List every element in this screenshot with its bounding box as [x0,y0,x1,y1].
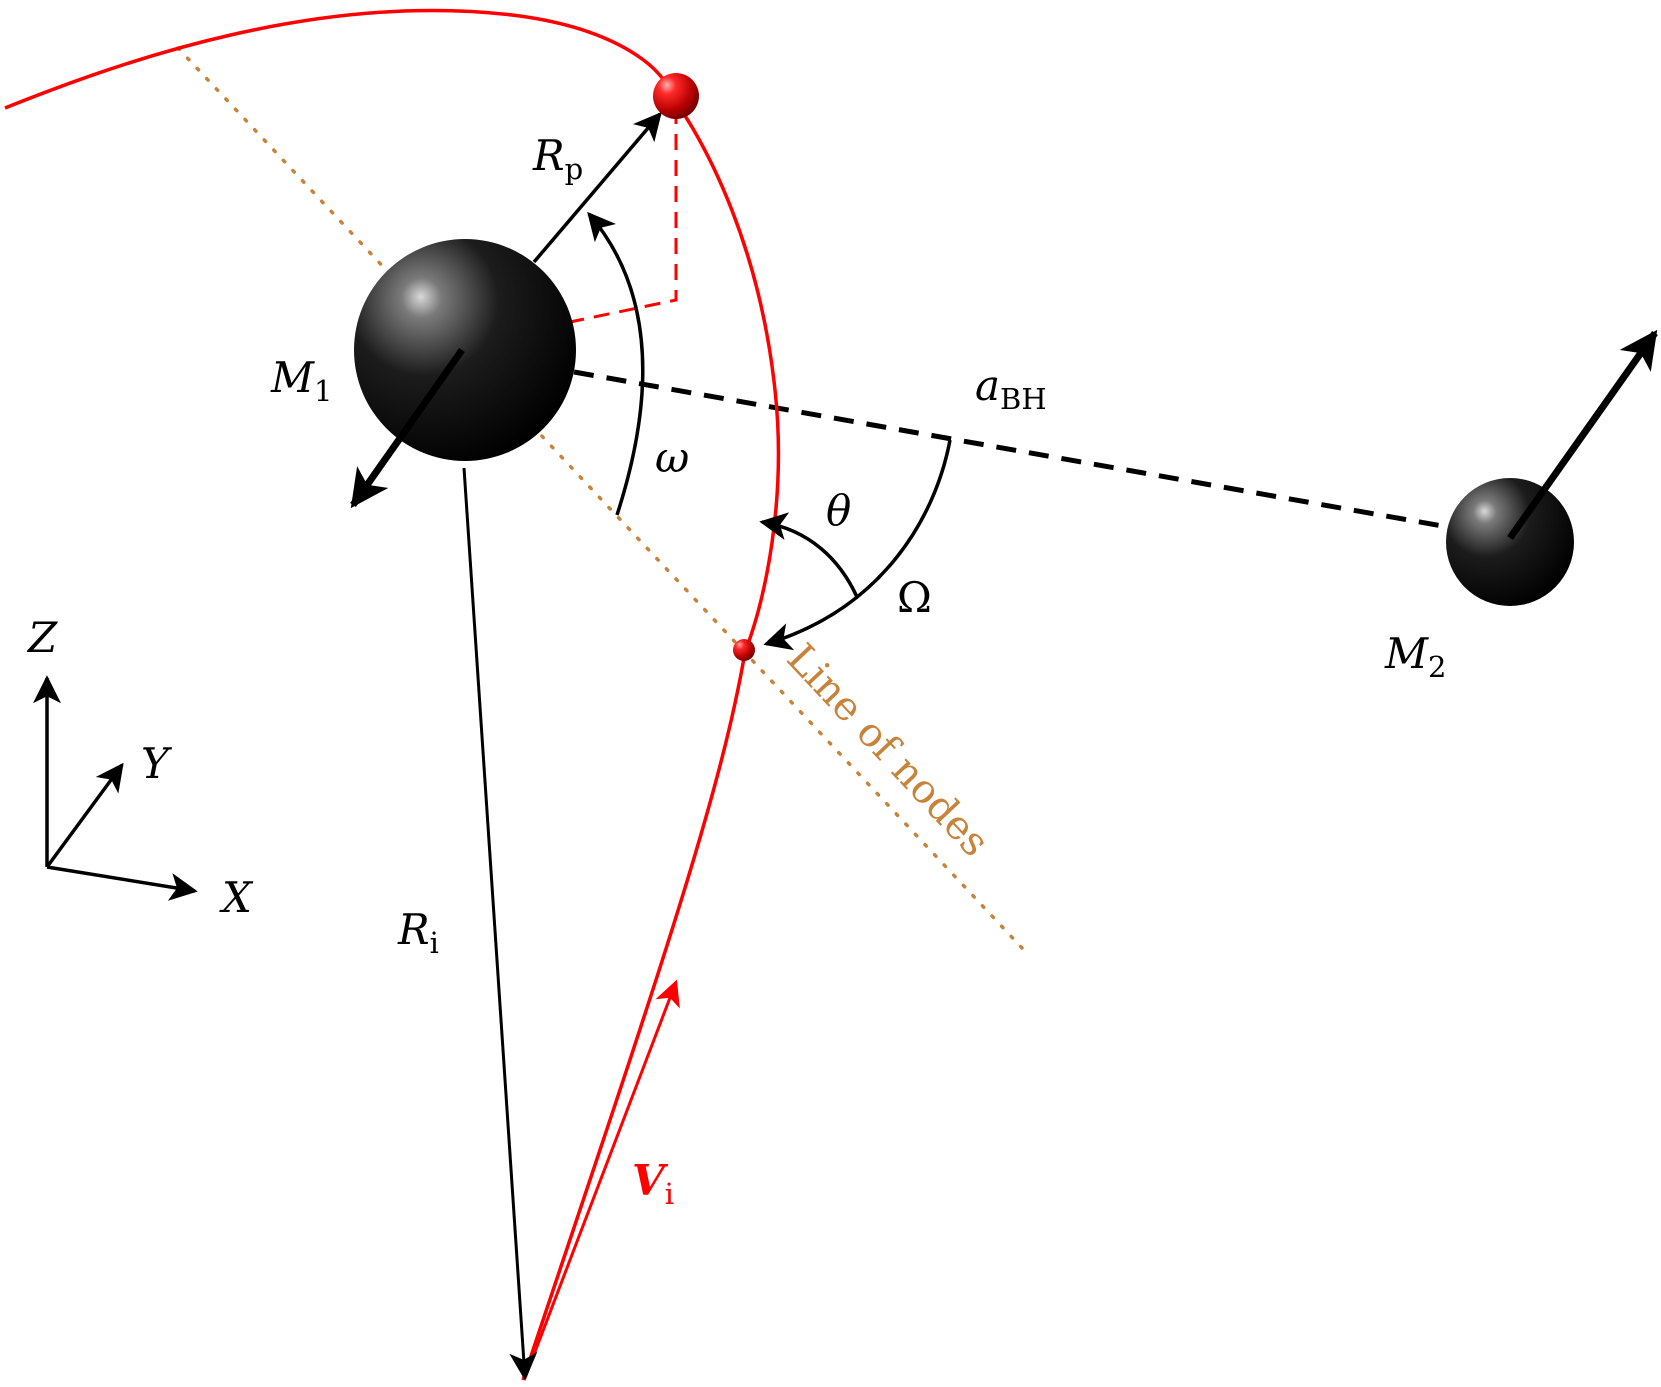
ri-symbol: R [397,905,430,954]
z-axis-label: Z [26,613,58,662]
y-axis-label: Y [141,739,173,788]
big-omega-label: Ω [897,573,932,622]
m1-sphere [354,239,576,461]
ri-sub: i [430,926,439,960]
m1-sub: 1 [314,374,332,408]
rp-label: Rp [532,131,583,186]
abh-label: aBH [975,361,1047,416]
ri-arrow [462,467,538,1381]
m2-sub: 2 [1428,650,1446,684]
separation-line [573,369,1449,530]
orbit-path [4,8,781,1381]
vi-label: Vi [632,1156,674,1211]
vi-symbol: V [632,1156,669,1205]
m2-symbol: M [1384,629,1429,678]
m2-label: M2 [1384,629,1446,684]
m2-spin-axis [1507,329,1658,541]
ri-label: Ri [397,905,439,960]
m2-sphere [1446,478,1574,606]
rp-arrow [532,111,662,264]
omega-arc [587,211,645,516]
abh-sub: BH [1000,382,1047,416]
pericentre-projection [569,108,678,324]
theta-label: θ [826,486,851,535]
m1-label: M1 [270,353,332,408]
coordinate-axes [33,675,198,901]
y-axis [45,762,124,869]
pericentre-sphere [653,73,699,119]
line-of-nodes [176,46,1024,950]
big-omega-arc [763,439,952,651]
omega-label: ω [655,433,689,482]
m1-symbol: M [270,353,315,402]
line-of-nodes-label: Line of nodes [778,635,998,865]
rp-symbol: R [532,131,565,180]
x-axis-label: X [219,873,254,922]
ascending-node-sphere [733,639,755,661]
rp-sub: p [565,152,584,186]
m1-spin-axis [350,347,465,509]
abh-symbol: a [975,361,1000,410]
vi-sub: i [665,1177,674,1211]
x-axis [46,865,198,901]
velocity-arrow [523,979,680,1379]
theta-arc [759,512,859,598]
